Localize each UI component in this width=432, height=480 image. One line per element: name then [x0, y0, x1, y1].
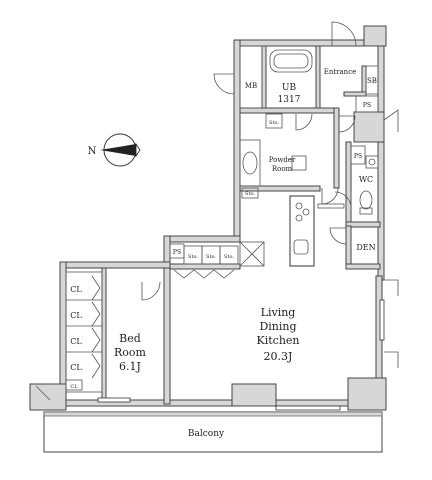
mb-label: MB	[245, 82, 257, 90]
storage-3-label: Sto.	[224, 254, 234, 260]
exterior-doors	[35, 73, 399, 401]
ub-size: 1317	[278, 95, 301, 105]
storage-powder-label: Sto.	[245, 191, 255, 197]
ps-label-upper: PS	[363, 102, 371, 109]
ub-label: UB	[282, 83, 297, 93]
closet-label-3: CL	[70, 337, 82, 346]
closet-small-label: CL	[70, 384, 78, 390]
den-label: DEN	[356, 243, 375, 252]
ldk-label-1: Living	[261, 306, 296, 319]
entrance-label: Entrance	[324, 68, 357, 76]
storage-2-label: Sto.	[206, 254, 216, 260]
storage-1-label: Sto.	[188, 254, 198, 260]
ps-label-lower: PS	[173, 249, 181, 256]
living-storage: Sto. Sto. Sto.	[173, 241, 265, 279]
closet-label-2: CL	[70, 311, 82, 320]
ldk-label-2: Dining	[259, 320, 296, 333]
wc-label: WC	[359, 175, 373, 184]
ps-upper: PS	[355, 95, 379, 113]
powder-room-label-2: Room	[272, 165, 293, 173]
bed-room-label-2: Room	[114, 346, 147, 359]
interior-walls	[101, 45, 381, 405]
unit-bath: UB 1317	[269, 49, 313, 105]
closet-label-4: CL	[70, 363, 82, 372]
bed-room-size: 6.1J	[119, 360, 141, 373]
storage-ub-label: Sto.	[269, 120, 279, 126]
bedroom-closets: CL CL CL CL CL	[65, 271, 103, 393]
den-room: DEN	[329, 227, 376, 252]
kitchen-counter	[289, 195, 345, 267]
closet-label-1: CL	[70, 285, 82, 294]
shoe-box: SB	[365, 65, 379, 95]
mb-room: MB	[239, 45, 263, 109]
balcony: Balcony	[43, 411, 383, 453]
compass: N	[88, 133, 141, 167]
ldk-label-3: Kitchen	[257, 334, 300, 347]
outer-walls	[29, 25, 387, 411]
ps-lower: PS	[169, 243, 185, 259]
wc-room: WC	[334, 155, 379, 215]
ps-label-middle: PS	[354, 153, 362, 160]
balcony-label: Balcony	[188, 429, 225, 439]
bed-room: Bed Room 6.1J	[114, 281, 161, 373]
sb-label: SB	[367, 77, 377, 85]
windows	[97, 279, 399, 411]
compass-north-label: N	[88, 146, 97, 157]
storage-ub: Sto.	[265, 113, 313, 131]
powder-room-label-1: Powder	[269, 156, 296, 164]
ps-middle: PS	[350, 145, 366, 165]
living-dining-kitchen: Living Dining Kitchen 20.3J	[257, 306, 300, 363]
powder-room: Powder Room Sto.	[239, 139, 307, 199]
entrance: Entrance	[324, 21, 357, 76]
ldk-size: 20.3J	[264, 350, 293, 363]
bed-room-label-1: Bed	[119, 332, 141, 345]
